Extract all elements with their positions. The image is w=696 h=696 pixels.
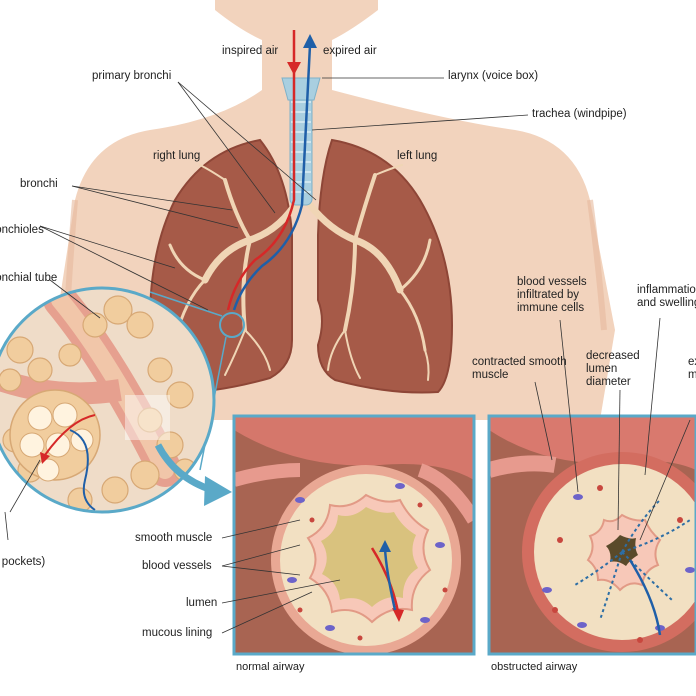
- inflammation-label: inflammation and swelling: [637, 284, 696, 309]
- inhale-path-arrow: [226, 30, 296, 311]
- inspired-air-label: inspired air: [222, 45, 279, 57]
- expired-air-label: expired air: [323, 45, 377, 57]
- larynx-label: larynx (voice box): [448, 70, 539, 82]
- obstructed-airway-caption: obstructed airway: [491, 661, 578, 673]
- alveoli-blue-arrow: [69, 429, 96, 511]
- bronchial-tube-label: bronchial tube: [0, 272, 58, 284]
- normal-airway-panel: [232, 414, 476, 656]
- normal-airway-caption: normal airway: [236, 661, 305, 673]
- primary-bronchi-label: primary bronchi: [92, 70, 172, 82]
- left-lung-label: left lung: [397, 150, 438, 162]
- obstructed-airway-blue-arrow: [628, 559, 662, 636]
- expired-air-arrow-icon: [303, 34, 317, 48]
- blood-vessels-label: blood vessels: [142, 560, 212, 572]
- magnify-marker: [219, 312, 245, 338]
- air-pockets-label: (air pockets): [0, 556, 46, 568]
- exhale-path-arrow: [232, 44, 312, 311]
- bronchi-label: bronchi: [20, 178, 58, 190]
- contracted-smooth-muscle-label: contracted smooth muscle: [472, 356, 567, 381]
- trachea-label: trachea (windpipe): [532, 108, 627, 120]
- bronchioles-label: bronchioles: [0, 224, 44, 236]
- bronchial-tree: [168, 164, 432, 381]
- obstructed-airway-panel: [487, 414, 696, 656]
- alveoli-red-arrow: [44, 414, 96, 456]
- smooth-muscle-label: smooth muscle: [135, 532, 213, 544]
- lumen-label: lumen: [186, 597, 218, 609]
- right-lung-label: right lung: [153, 150, 201, 162]
- inspired-air-arrow-icon: [287, 62, 301, 75]
- mucous-lining-label: mucous lining: [142, 627, 213, 639]
- leader-lines: [4, 77, 691, 634]
- alveoli-label: alveoli: [0, 542, 1, 555]
- excess-mucus-label: excess mucus: [688, 356, 696, 381]
- decreased-lumen-diameter-label: decreased lumen diameter: [586, 350, 640, 388]
- blood-vessels-infiltrated-label: blood vessels infiltrated by immune cell…: [517, 276, 587, 314]
